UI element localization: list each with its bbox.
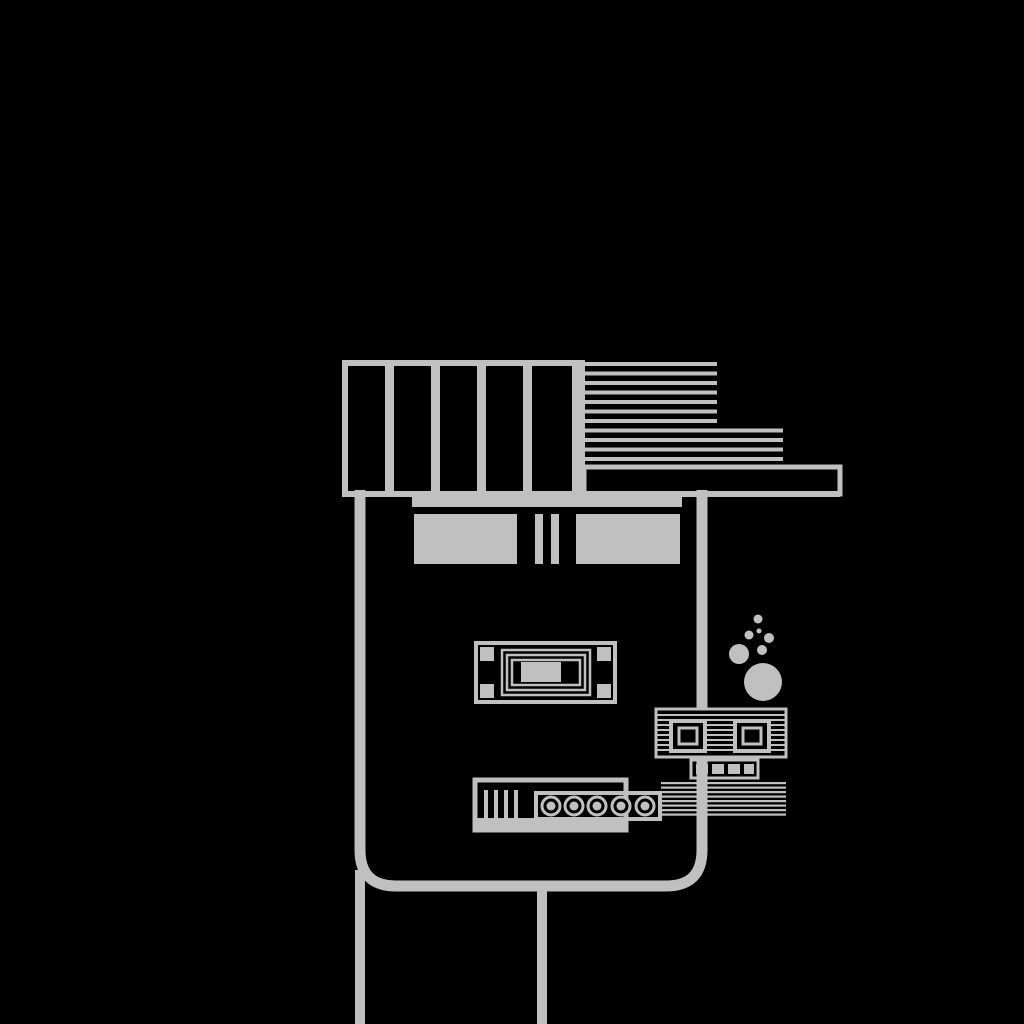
hat-stripe: [584, 438, 783, 442]
side-module: [654, 707, 788, 816]
emblem-corner: [597, 647, 611, 661]
hat-stripe: [584, 362, 717, 366]
grille-line: [661, 791, 786, 794]
emblem-frame: [474, 641, 617, 704]
mouth-plate: [472, 777, 662, 833]
mouth-tooth: [504, 790, 508, 823]
eye-slot-band: [412, 497, 682, 564]
module-stripe: [657, 744, 785, 746]
hat-block: [342, 360, 843, 497]
module-port: [728, 764, 740, 774]
grille-line: [661, 813, 786, 816]
hat-bar: [385, 363, 394, 494]
left-leg: [355, 870, 365, 1024]
module-stripe: [657, 714, 785, 716]
eye-divider: [551, 514, 559, 564]
dial-center: [640, 801, 650, 811]
bubble: [756, 628, 762, 634]
dial-strip: [534, 791, 662, 821]
module-window-inner: [677, 726, 699, 746]
bubble: [744, 663, 782, 701]
emblem-corner: [597, 684, 611, 698]
module-grille: [661, 782, 786, 816]
emblem-ring: [505, 653, 587, 692]
hat-bar: [572, 363, 584, 494]
mouth-dials: [540, 795, 656, 817]
hat-stripe: [584, 409, 717, 414]
grille-line: [661, 786, 786, 789]
hat-stripe: [584, 428, 783, 433]
module-stripe: [657, 749, 785, 751]
band-top: [412, 497, 682, 507]
hat-stripe: [584, 381, 717, 385]
bubble-cluster: [729, 614, 782, 701]
emblem-rings: [500, 648, 592, 697]
hat-bar: [431, 363, 440, 494]
hat-bar: [477, 363, 486, 494]
emblem-core: [521, 662, 561, 682]
right-leg: [537, 888, 547, 1024]
grille-line: [661, 800, 786, 803]
emblem-ring: [510, 658, 582, 687]
grille-line: [661, 795, 786, 798]
legs: [355, 870, 547, 1024]
module-port: [744, 764, 754, 774]
left-eye-slot: [414, 514, 517, 564]
bubble: [757, 645, 767, 655]
bubble: [729, 644, 749, 664]
mouth-tooth: [494, 790, 498, 823]
hat-stripes: [584, 362, 783, 461]
hat-bar: [523, 363, 532, 494]
module-window: [733, 719, 771, 753]
dial-center: [616, 801, 626, 811]
emblem-ring: [500, 648, 592, 697]
dial-center: [592, 801, 602, 811]
hat-stripe: [584, 400, 717, 404]
module-stripe: [657, 719, 785, 721]
face-body: [354, 490, 708, 892]
eye-divider: [535, 514, 543, 564]
hat-base: [345, 491, 840, 497]
hat-stripe: [584, 419, 717, 423]
dial-center: [569, 801, 579, 811]
module-stripe: [657, 724, 785, 726]
module-window-inner: [741, 726, 763, 746]
center-emblem: [474, 641, 617, 704]
grille-line: [661, 809, 786, 812]
hat-stripe: [584, 447, 783, 452]
dial-center: [546, 801, 556, 811]
bubble: [744, 630, 754, 640]
module-stripe: [657, 729, 785, 731]
right-eye-slot: [576, 514, 680, 564]
hat-stripe: [584, 457, 783, 461]
module-stripe: [657, 734, 785, 736]
emblem-corner: [480, 647, 494, 661]
module-stripe: [657, 739, 785, 741]
module-port: [712, 764, 724, 774]
hat-stripe: [584, 390, 717, 395]
module-window: [669, 719, 707, 753]
module-stripes: [657, 714, 785, 751]
grille-line: [661, 804, 786, 807]
module-port: [696, 764, 708, 774]
hat-stripe: [584, 371, 717, 376]
module-port-strip: [689, 758, 760, 780]
mouth-tooth: [514, 790, 518, 823]
grille-line: [661, 782, 786, 785]
bubble: [753, 614, 763, 624]
emblem-corner: [480, 684, 494, 698]
mouth-tooth: [484, 790, 488, 823]
bubble: [764, 633, 774, 643]
